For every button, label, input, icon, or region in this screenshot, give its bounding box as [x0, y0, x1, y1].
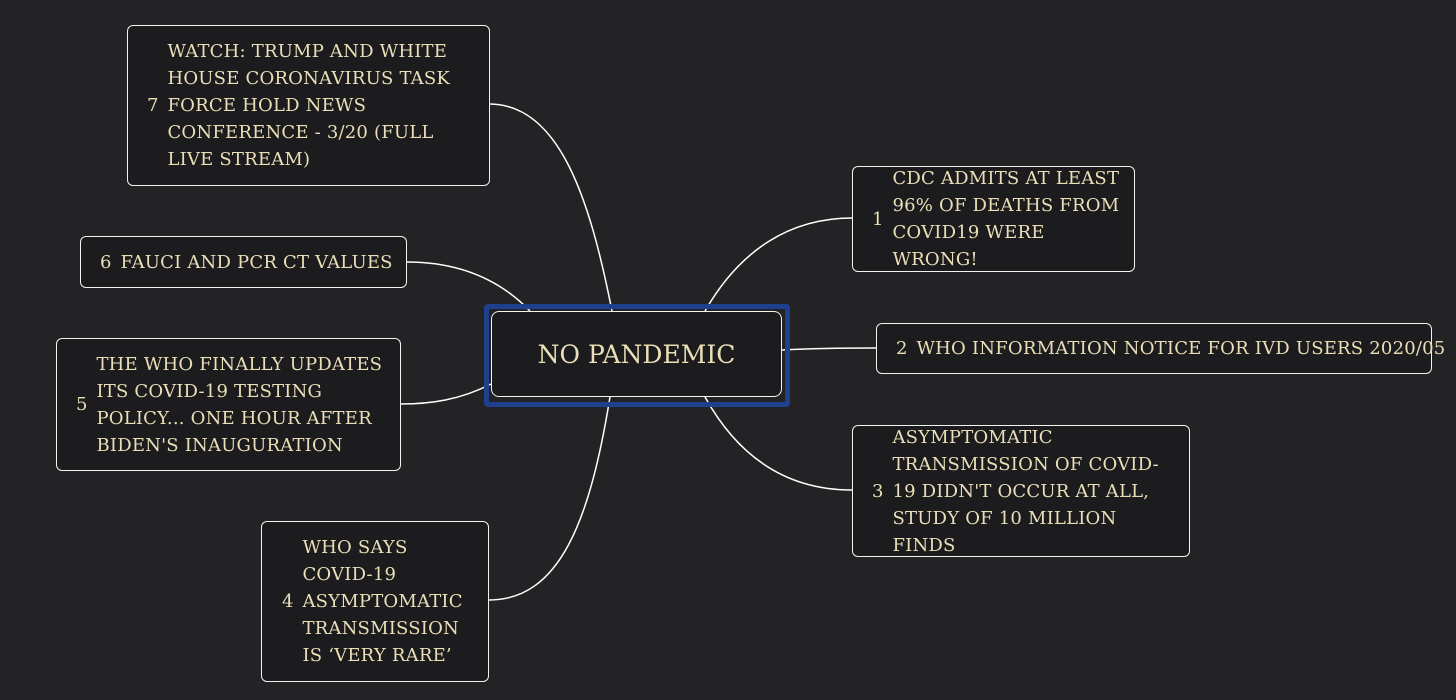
- topic-2-number: 2: [896, 338, 908, 359]
- topic-4-node[interactable]: 4 WHO SAYS COVID-19 ASYMPTOMATIC TRANSMI…: [261, 521, 489, 682]
- central-topic-selection: [484, 304, 790, 407]
- topic-6-text: FAUCI AND PCR CT VALUES: [120, 251, 393, 273]
- topic-2-node[interactable]: 2 WHO INFORMATION NOTICE FOR IVD USERS 2…: [876, 323, 1445, 374]
- topic-2-text: WHO INFORMATION NOTICE FOR IVD USERS 202…: [916, 338, 1446, 359]
- topic-7-text: WATCH: TRUMP AND WHITE HOUSE CORONAVIRUS…: [167, 41, 451, 170]
- connector-topic-5: [400, 383, 492, 405]
- topic-6-number: 6: [100, 251, 112, 273]
- topic-6-node[interactable]: 6 FAUCI AND PCR CT VALUES: [80, 236, 407, 288]
- topic-1-text: CDC ADMITS AT LEAST 96% OF DEATHS FROM C…: [892, 168, 1120, 270]
- connector-topic-2: [781, 347, 877, 351]
- topic-5-node[interactable]: 5 THE WHO FINALLY UPDATES ITS COVID-19 T…: [56, 338, 401, 471]
- connector-topic-3: [704, 396, 853, 491]
- topic-7-node[interactable]: 7 WATCH: TRUMP AND WHITE HOUSE CORONAVIR…: [127, 25, 490, 186]
- connector-topic-4: [488, 396, 611, 601]
- topic-1-number: 1: [872, 208, 884, 230]
- topic-4-number: 4: [282, 591, 294, 612]
- topic-3-text: ASYMPTOMATIC TRANSMISSION OF COVID-19 DI…: [892, 426, 1159, 556]
- topic-3-node[interactable]: 3 ASYMPTOMATIC TRANSMISSION OF COVID-19 …: [852, 425, 1190, 557]
- central-topic[interactable]: NO PANDEMIC: [491, 311, 782, 397]
- topic-3-number: 3: [872, 480, 884, 502]
- topic-5-number: 5: [76, 394, 88, 415]
- connector-topic-1: [704, 217, 853, 312]
- topic-1-node[interactable]: 1 CDC ADMITS AT LEAST 96% OF DEATHS FROM…: [852, 166, 1135, 272]
- connector-topic-7: [489, 103, 613, 312]
- connector-topic-6: [406, 261, 531, 312]
- topic-7-number: 7: [147, 95, 159, 116]
- topic-4-text: WHO SAYS COVID-19 ASYMPTOMATIC TRANSMISS…: [302, 537, 463, 666]
- topic-5-text: THE WHO FINALLY UPDATES ITS COVID-19 TES…: [96, 353, 383, 456]
